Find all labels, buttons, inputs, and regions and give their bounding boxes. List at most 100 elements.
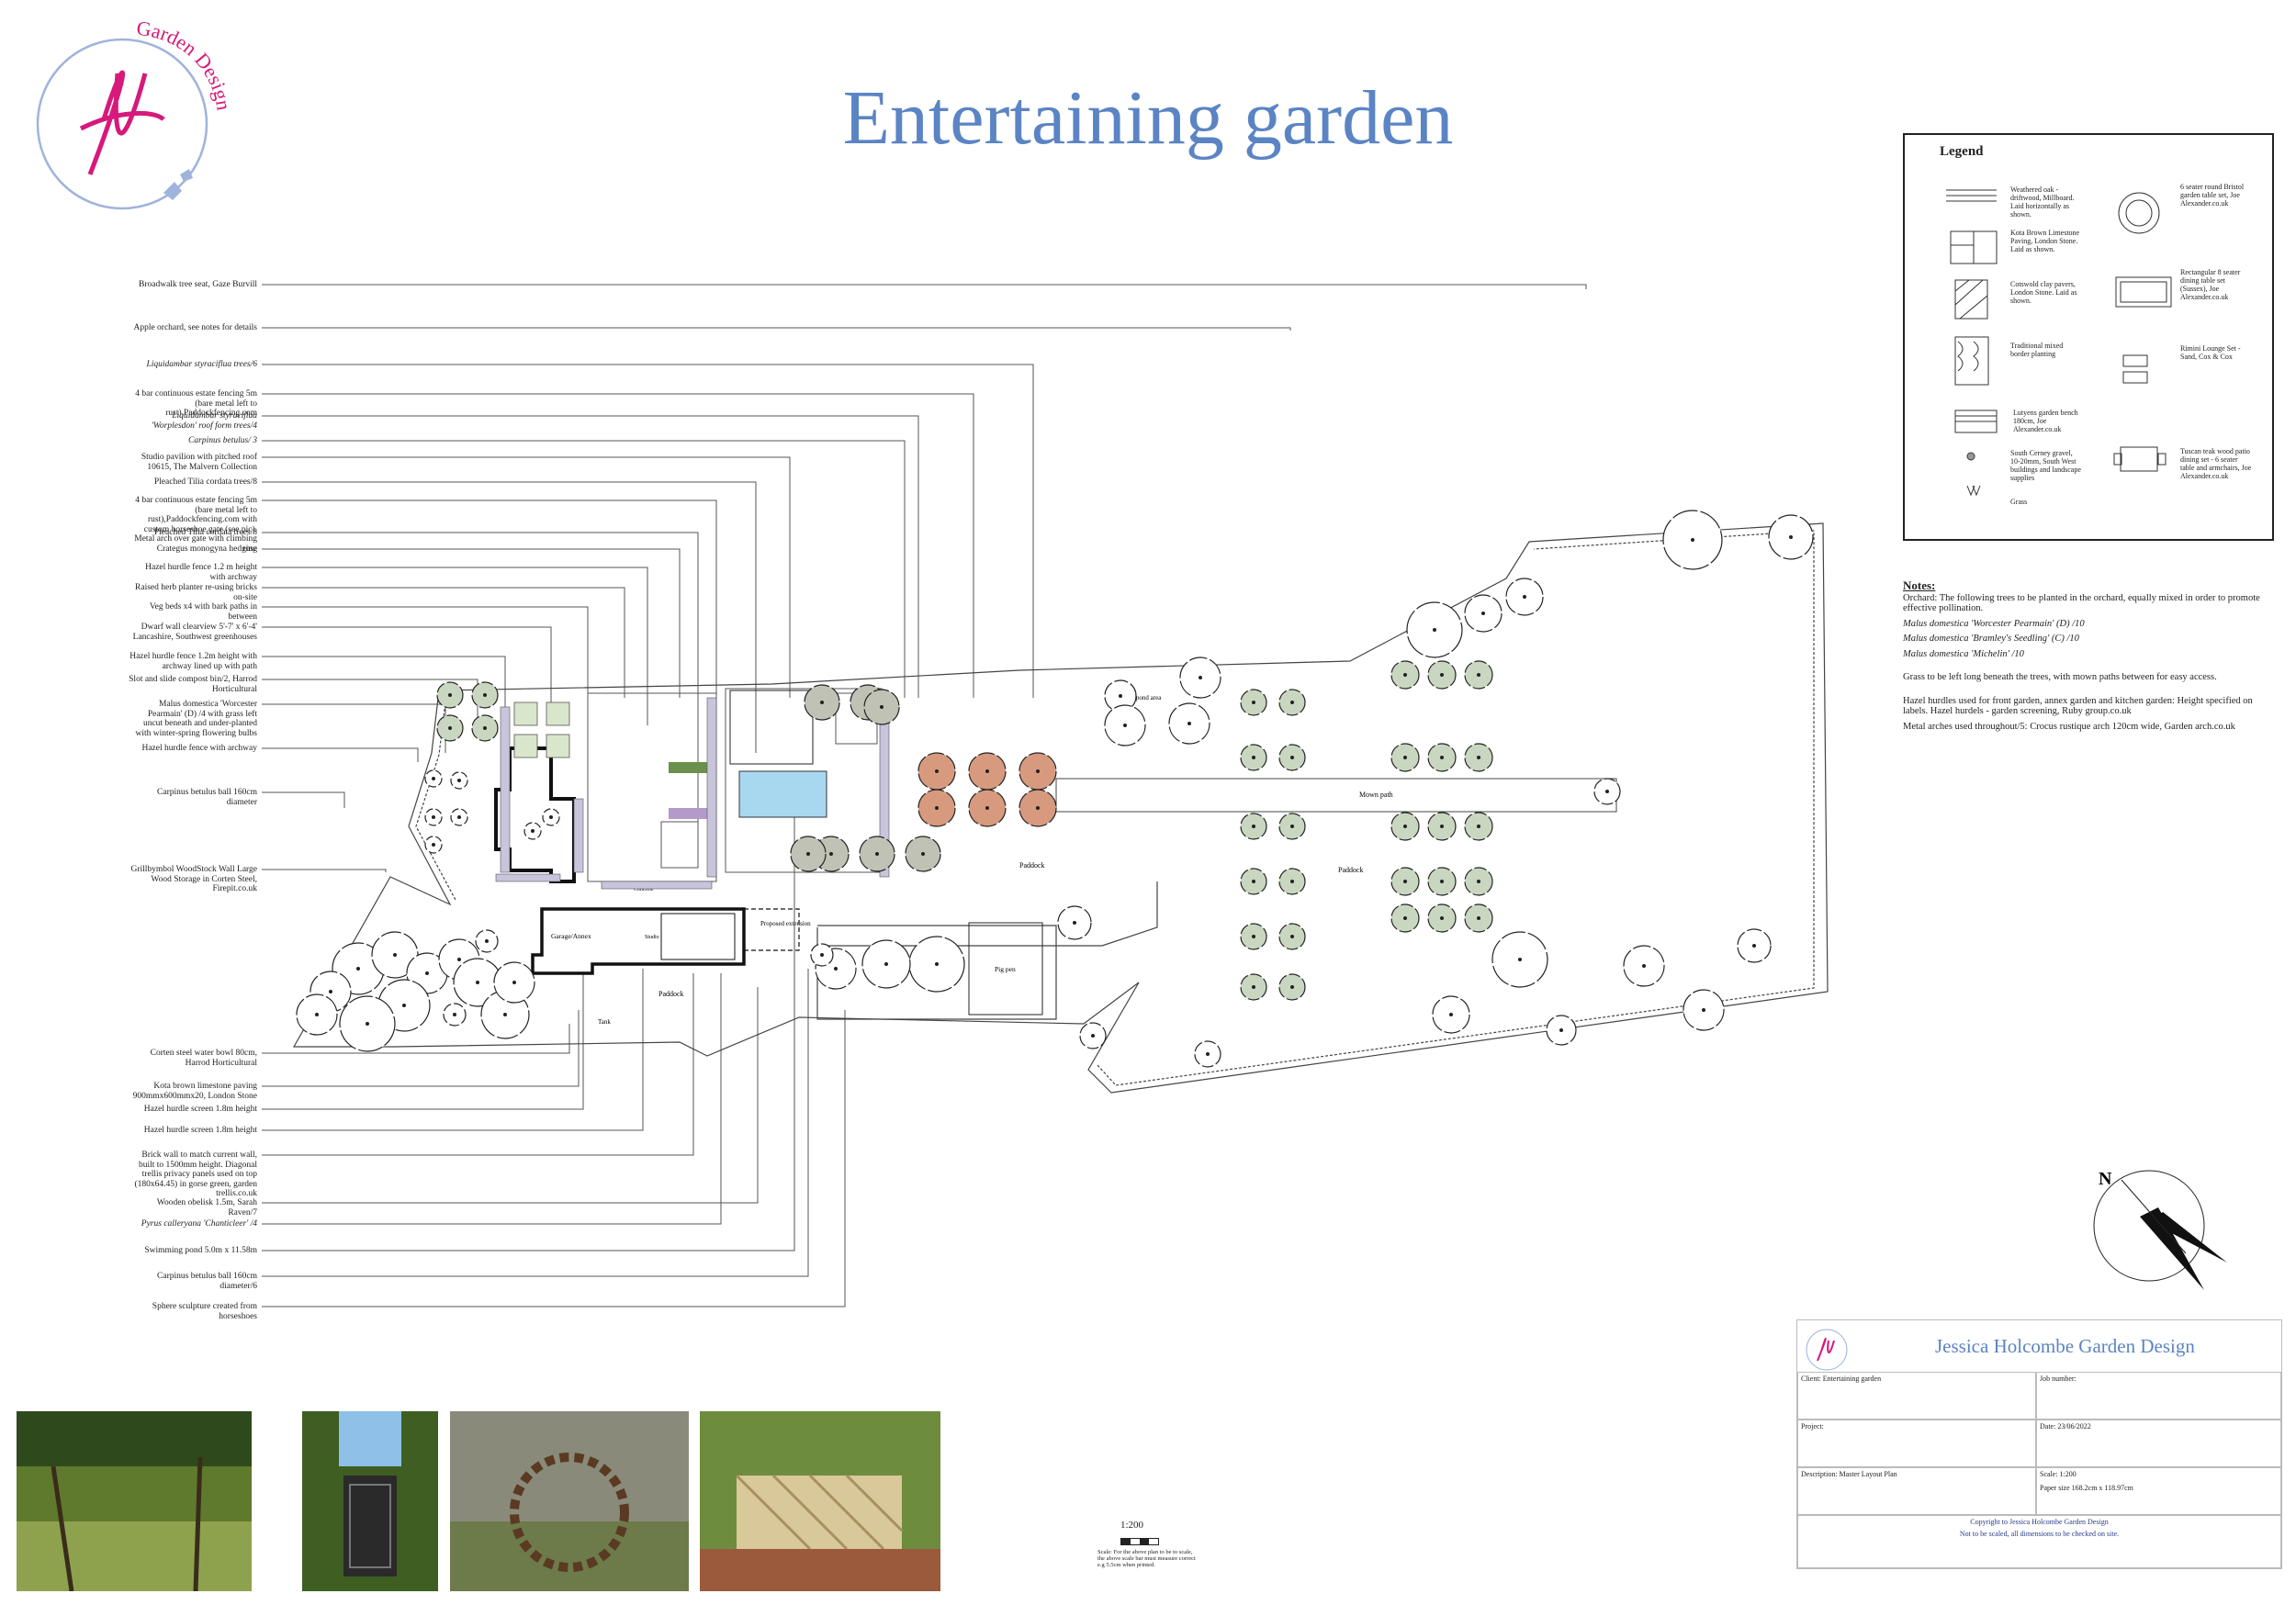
- leader-line: [262, 1024, 570, 1054]
- orchard-tree: [1464, 903, 1493, 933]
- specimen-tree: [1662, 510, 1723, 570]
- border-planting: [495, 697, 890, 890]
- legend-border-swatch: [1954, 336, 1989, 386]
- leader-line: [262, 327, 1291, 331]
- legend-round-table: [2118, 192, 2160, 234]
- annex-outline: [531, 907, 746, 975]
- logo: Garden Design: [36, 18, 236, 210]
- legend-item: 6 seater round Bristol garden table set,…: [2180, 183, 2245, 208]
- plan-label: Liquidambar styraciflua trees/6: [146, 360, 257, 369]
- disclaimer: Not to be scaled, all dimensions to be c…: [1959, 1530, 2120, 1538]
- orchard-tree: [1427, 743, 1457, 772]
- notes: Notes: Orchard: The following trees to b…: [1903, 579, 2270, 736]
- paddock-label-3: Paddock: [658, 990, 684, 998]
- pleached-tree: [968, 752, 1007, 791]
- plan-label: Pleached Tilia cordata trees/8: [153, 528, 257, 537]
- orchard-tree: [1427, 867, 1457, 896]
- orchard-tree: [1390, 743, 1420, 772]
- annex-tree: [453, 958, 502, 1007]
- pleached-tree: [1019, 752, 1057, 791]
- tilia-tree: [905, 836, 941, 872]
- north-arrow: N: [2093, 1169, 2227, 1290]
- orchard-tree: [1278, 868, 1306, 895]
- annex-tree: [493, 961, 535, 1004]
- mown-path: [1055, 778, 1617, 813]
- legend-item: Traditional mixed border planting: [2010, 342, 2064, 358]
- specimen-tree: [1104, 704, 1146, 746]
- pleached-tree: [917, 789, 956, 827]
- terrace: [587, 692, 717, 882]
- specimen-tree: [810, 943, 834, 967]
- plan-label: Carpinus betulus ball 160cm diameter: [157, 788, 257, 807]
- legend-item: Cotswold clay pavers, London Stone. Laid…: [2010, 280, 2077, 305]
- leader-line: [262, 456, 791, 698]
- legend-deck-swatch: [1946, 189, 1997, 202]
- plan-label: Hazel hurdle fence with archway: [141, 744, 257, 753]
- leader-line: [262, 969, 809, 1277]
- orchard-tree: [1390, 867, 1420, 896]
- plan-label: Raised herb planter re-using bricks on-s…: [135, 583, 257, 602]
- annex-tree: [296, 993, 338, 1036]
- hornbeam-ball: [450, 771, 468, 790]
- plan-label: Hazel hurdle fence 1.2 m height with arc…: [145, 563, 257, 582]
- legend-item: Lutyens garden bench 180cm, Joe Alexande…: [2013, 409, 2078, 433]
- worcester-apple: [471, 714, 499, 742]
- legend-paving-swatch: [1950, 230, 1998, 264]
- boundary-inner: [415, 530, 1815, 1086]
- plan-label: Carpinus betulus ball 160cm diameter/6: [157, 1272, 257, 1291]
- legend-rect-table: [2115, 276, 2172, 308]
- hornbeam-ball: [424, 808, 443, 826]
- paddock-label-1: Paddock: [1019, 861, 1045, 870]
- company-name: Jessica Holcombe Garden Design: [1935, 1335, 2195, 1357]
- photo-trellis: [700, 1411, 940, 1591]
- specimen-tree: [1168, 702, 1210, 745]
- page-title: Entertaining garden: [842, 75, 1454, 161]
- legend-item: Rimini Lounge Set - Sand, Cox & Cox: [2180, 344, 2241, 361]
- orchard-tree: [1427, 903, 1457, 933]
- plan-label: Crategus monogyna hedging: [156, 544, 257, 554]
- garden-shed: [660, 821, 699, 869]
- project-cell: Project:: [1797, 1420, 2036, 1467]
- border-bed: [601, 881, 713, 890]
- leader-line: [262, 440, 906, 698]
- scale-bar: 1:200 Scale: For the above plan to be to…: [1097, 1520, 1199, 1568]
- plan-label: Swimming pond 5.0m x 11.58m: [144, 1246, 257, 1255]
- border-bed: [706, 697, 717, 878]
- pig-pen-label: Pig pen: [995, 965, 1016, 973]
- legend-item: Kota Brown Limestone Paving, London Ston…: [2010, 229, 2080, 253]
- worcester-apple: [471, 681, 499, 709]
- house: [494, 746, 800, 975]
- leader-line: [262, 747, 419, 762]
- legend-item: Grass: [2010, 498, 2028, 506]
- legend-bench-swatch: [1954, 410, 1998, 433]
- orchard-tree: [1240, 923, 1267, 950]
- plan-label: Brick wall to match current wall, built …: [134, 1150, 258, 1198]
- leader-line: [262, 679, 478, 725]
- leader-line: [262, 499, 717, 716]
- photo-gate: [302, 1411, 438, 1591]
- leader-line: [262, 567, 648, 725]
- specimen-tree: [1683, 989, 1725, 1031]
- specimen-tree: [1593, 778, 1621, 805]
- scale-note: Scale: For the above plan to be to scale…: [1097, 1549, 1196, 1568]
- orchard-tree: [1464, 812, 1493, 841]
- specimen-tree: [1546, 1015, 1577, 1046]
- description-cell: Description: Master Layout Plan: [1797, 1467, 2036, 1515]
- notes-grass: Grass to be left long beneath the trees,…: [1903, 672, 2217, 682]
- specimen-tree: [1406, 601, 1463, 658]
- plan-label: Dwarf wall clearview 5'-7' x 6'-4' Lanca…: [132, 623, 257, 642]
- tank-label: Tank: [598, 1018, 611, 1026]
- border-bed: [573, 798, 584, 873]
- annex-tree: [475, 929, 499, 953]
- extension: [743, 908, 800, 951]
- garage-room: [660, 913, 736, 960]
- leader-line: [262, 1010, 846, 1307]
- hornbeam-ball: [424, 769, 443, 788]
- job-cell: Job number:: [2036, 1372, 2281, 1420]
- leader-line: [262, 703, 446, 753]
- leader-line: [262, 799, 795, 1251]
- plan-label: Sphere sculpture created from horseshoes: [152, 1302, 257, 1321]
- worcester-apple: [436, 681, 464, 709]
- leader-line: [262, 626, 552, 707]
- specimen-tree: [1057, 905, 1092, 940]
